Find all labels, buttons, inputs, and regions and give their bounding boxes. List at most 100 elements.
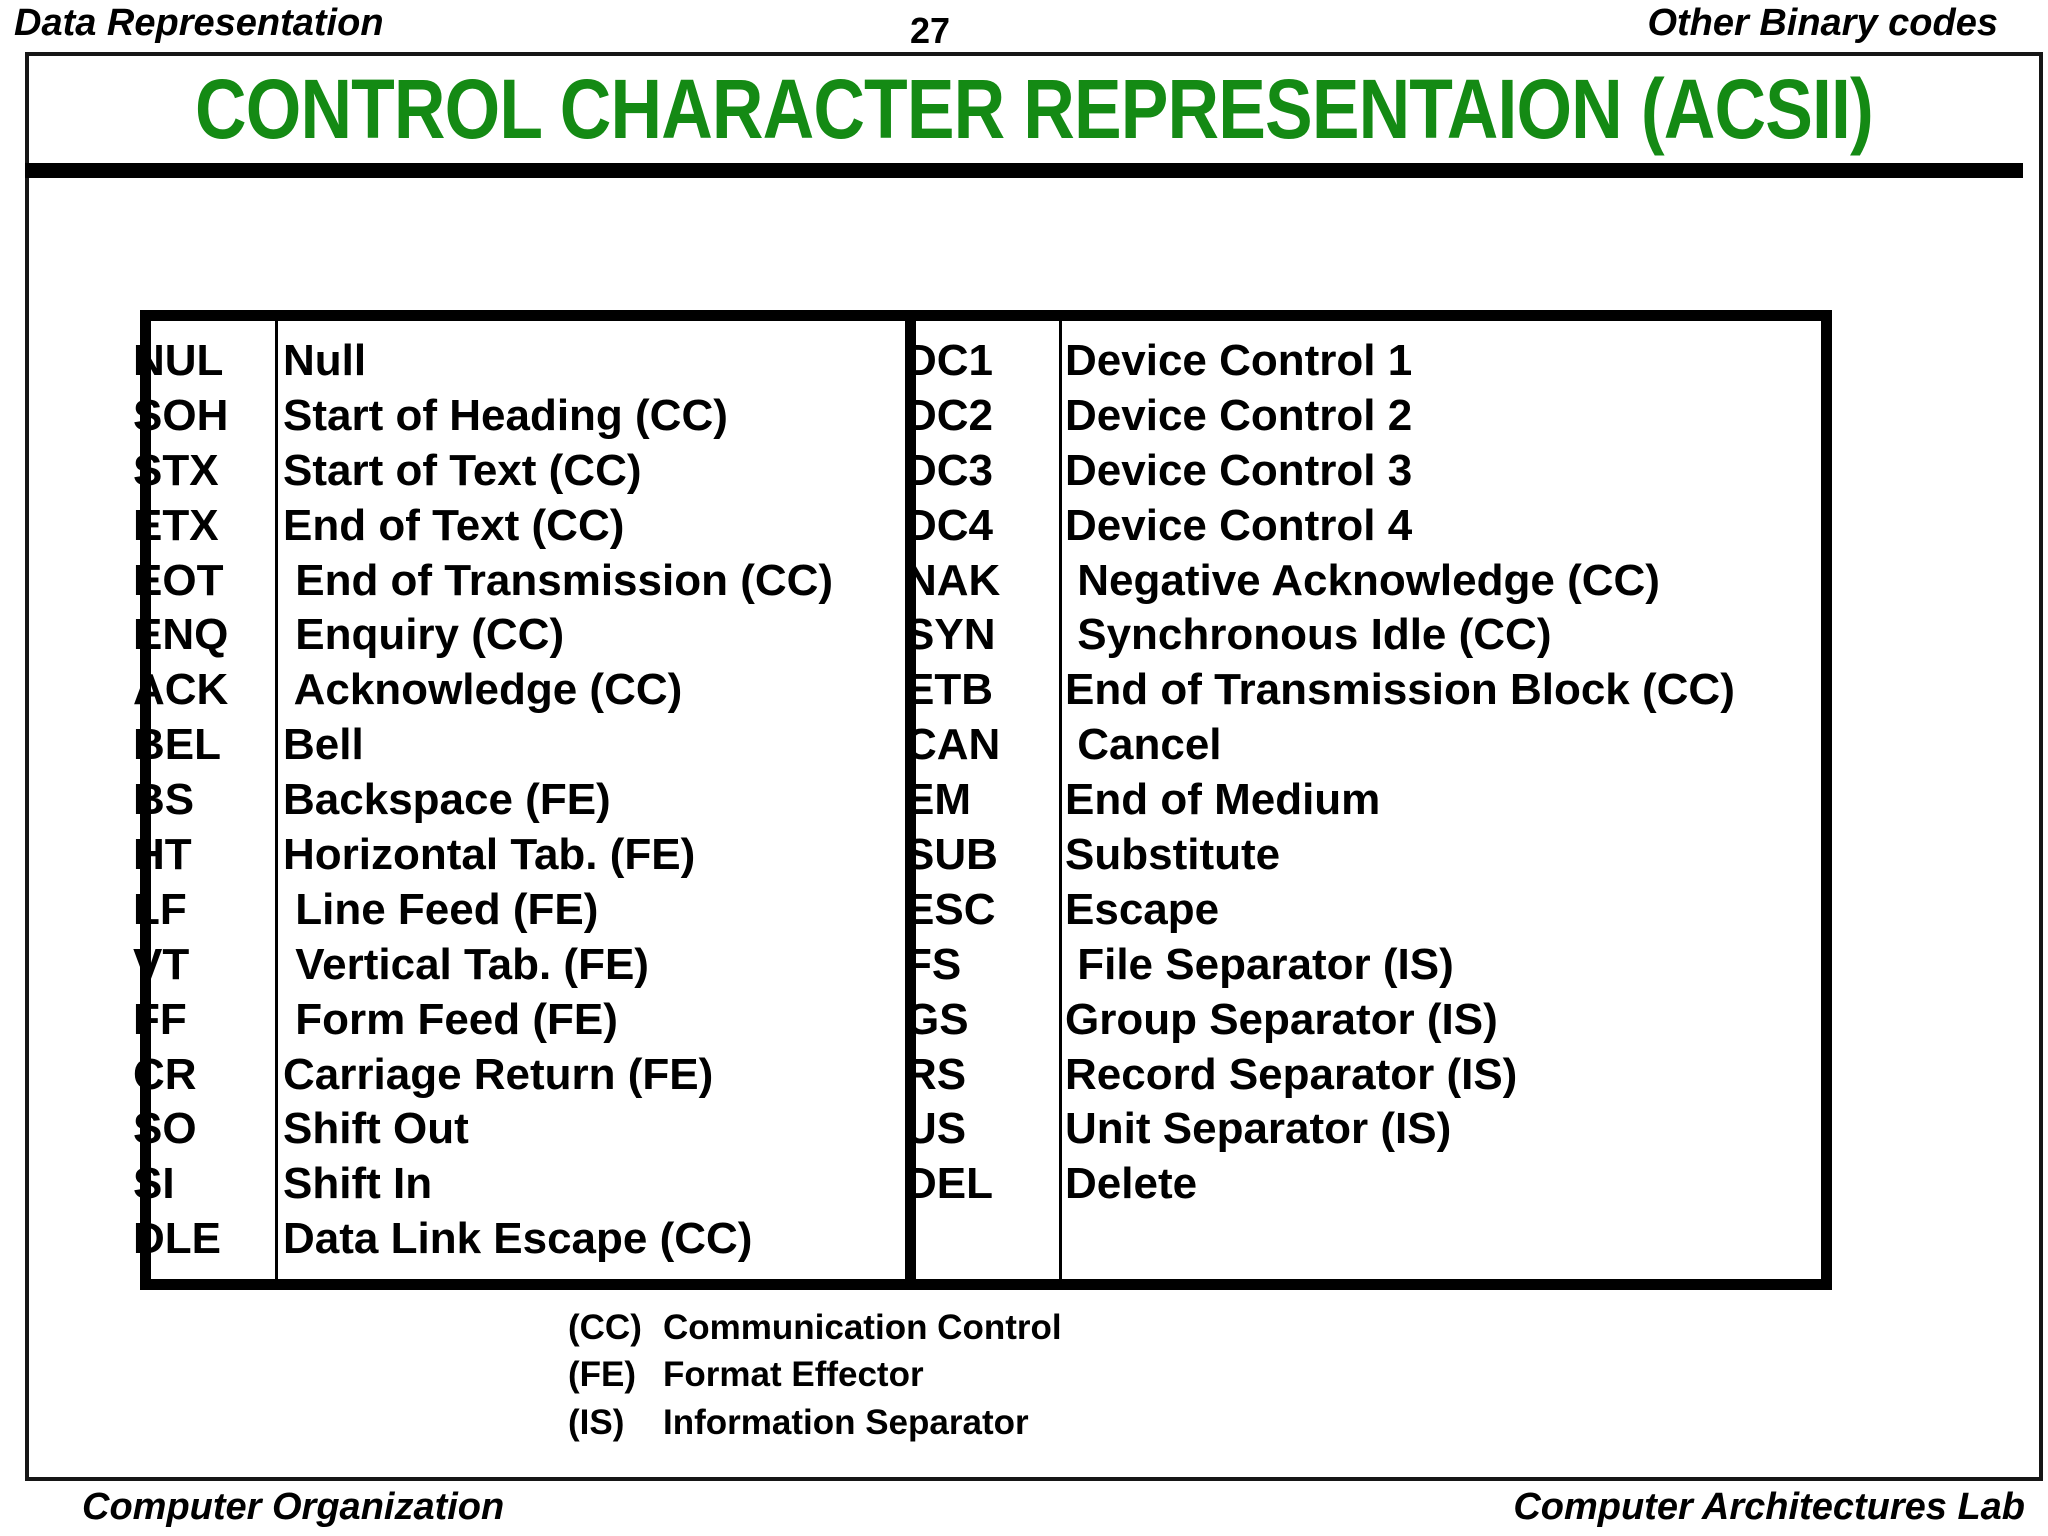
page-number: 27	[909, 10, 951, 51]
table-row: CR Carriage Return (FE)	[133, 1048, 833, 1103]
description-cell: Unit Separator (IS)	[1065, 1104, 1452, 1154]
table-row: FS File Separator (IS)	[905, 938, 1735, 993]
table-row: DC3 Device Control 3	[905, 444, 1735, 499]
footer-lab: Computer Architectures Lab	[1513, 1486, 2025, 1528]
code-cell: ETX	[133, 500, 219, 550]
table-row: SYN Synchronous Idle (CC)	[905, 608, 1735, 663]
table-row: FF Form Feed (FE)	[133, 993, 833, 1048]
code-cell: DC3	[905, 445, 994, 495]
description-cell: Record Separator (IS)	[1065, 1049, 1518, 1099]
table-row: GS Group Separator (IS)	[905, 993, 1735, 1048]
table-row: HT Horizontal Tab. (FE)	[133, 828, 833, 883]
legend-item: (IS) Information Separator	[568, 1399, 1062, 1447]
legend-abbr: (FE)	[568, 1355, 637, 1395]
description-cell: Acknowledge (CC)	[283, 665, 683, 715]
table-row: CAN Cancel	[905, 718, 1735, 773]
legend-label: Format Effector	[663, 1355, 924, 1395]
description-cell: Shift In	[283, 1159, 433, 1209]
code-cell: BEL	[133, 720, 221, 770]
code-cell: LF	[133, 884, 187, 934]
description-cell: Substitute	[1065, 830, 1281, 880]
legend-item: (FE) Format Effector	[568, 1352, 1062, 1400]
code-cell: FF	[133, 994, 187, 1044]
table-row: SO Shift Out	[133, 1102, 833, 1157]
slide-frame	[25, 52, 2043, 1481]
description-cell: File Separator (IS)	[1065, 939, 1454, 989]
description-cell: Horizontal Tab. (FE)	[283, 830, 696, 880]
description-cell: Cancel	[1065, 720, 1222, 770]
right-column-separator	[1059, 321, 1062, 1279]
header-topic-title: Other Binary codes	[1647, 2, 1998, 44]
description-cell: End of Transmission Block (CC)	[1065, 665, 1735, 715]
description-cell: Negative Acknowledge (CC)	[1065, 555, 1660, 605]
code-cell: DC2	[905, 390, 994, 440]
table-row: ENQ Enquiry (CC)	[133, 608, 833, 663]
code-cell: GS	[905, 994, 969, 1044]
code-cell: DC4	[905, 500, 994, 550]
description-cell: Carriage Return (FE)	[283, 1049, 714, 1099]
code-cell: STX	[133, 445, 219, 495]
table-row: VT Vertical Tab. (FE)	[133, 938, 833, 993]
code-cell: CR	[133, 1049, 197, 1099]
code-cell: DEL	[905, 1159, 993, 1209]
code-cell: SO	[133, 1104, 197, 1154]
code-cell: EOT	[133, 555, 224, 605]
description-cell: End of Text (CC)	[283, 500, 625, 550]
code-cell: EM	[905, 775, 971, 825]
table-row: EM End of Medium	[905, 773, 1735, 828]
slide-title: CONTROL CHARACTER REPRESENTAION (ACSII)	[195, 61, 1874, 156]
table-row: ETX End of Text (CC)	[133, 499, 833, 554]
description-cell: End of Medium	[1065, 775, 1381, 825]
description-cell: Synchronous Idle (CC)	[1065, 610, 1552, 660]
code-cell: CAN	[905, 720, 1001, 770]
legend-label: Information Separator	[663, 1402, 1029, 1442]
description-cell: Null	[283, 336, 367, 385]
description-cell: Backspace (FE)	[283, 775, 611, 825]
code-cell: RS	[905, 1049, 967, 1099]
description-cell: Shift Out	[283, 1104, 469, 1154]
description-cell: Device Control 3	[1065, 445, 1413, 495]
description-cell: Device Control 1	[1065, 336, 1413, 385]
code-cell: ESC	[905, 884, 996, 934]
table-row: ACK Acknowledge (CC)	[133, 663, 833, 718]
description-cell: Enquiry (CC)	[283, 610, 565, 660]
table-row: RS Record Separator (IS)	[905, 1048, 1735, 1103]
code-cell: DC1	[905, 336, 994, 385]
table-row: LF Line Feed (FE)	[133, 883, 833, 938]
header-section-title: Data Representation	[14, 2, 384, 44]
code-cell: DLE	[133, 1214, 221, 1264]
code-cell: US	[905, 1104, 967, 1154]
legend-abbr: (CC)	[568, 1307, 642, 1347]
description-cell: Group Separator (IS)	[1065, 994, 1498, 1044]
description-cell: Start of Heading (CC)	[283, 390, 728, 440]
description-cell: End of Transmission (CC)	[283, 555, 834, 605]
description-cell: Device Control 2	[1065, 390, 1413, 440]
description-cell: Bell	[283, 720, 364, 770]
title-underline-bar	[25, 163, 2023, 178]
table-row: BEL Bell	[133, 718, 833, 773]
table-row: US Unit Separator (IS)	[905, 1102, 1735, 1157]
table-row: DC2 Device Control 2	[905, 389, 1735, 444]
legend: (CC)Communication Control(FE)Format Effe…	[568, 1304, 1062, 1447]
code-cell: ACK	[133, 665, 229, 715]
description-cell: Form Feed (FE)	[283, 994, 618, 1044]
table-row: EOT End of Transmission (CC)	[133, 554, 833, 609]
footer-course: Computer Organization	[82, 1486, 505, 1528]
code-cell: HT	[133, 830, 192, 880]
code-cell: FS	[905, 939, 962, 989]
code-cell: SOH	[133, 390, 229, 440]
legend-abbr: (IS)	[568, 1402, 625, 1442]
